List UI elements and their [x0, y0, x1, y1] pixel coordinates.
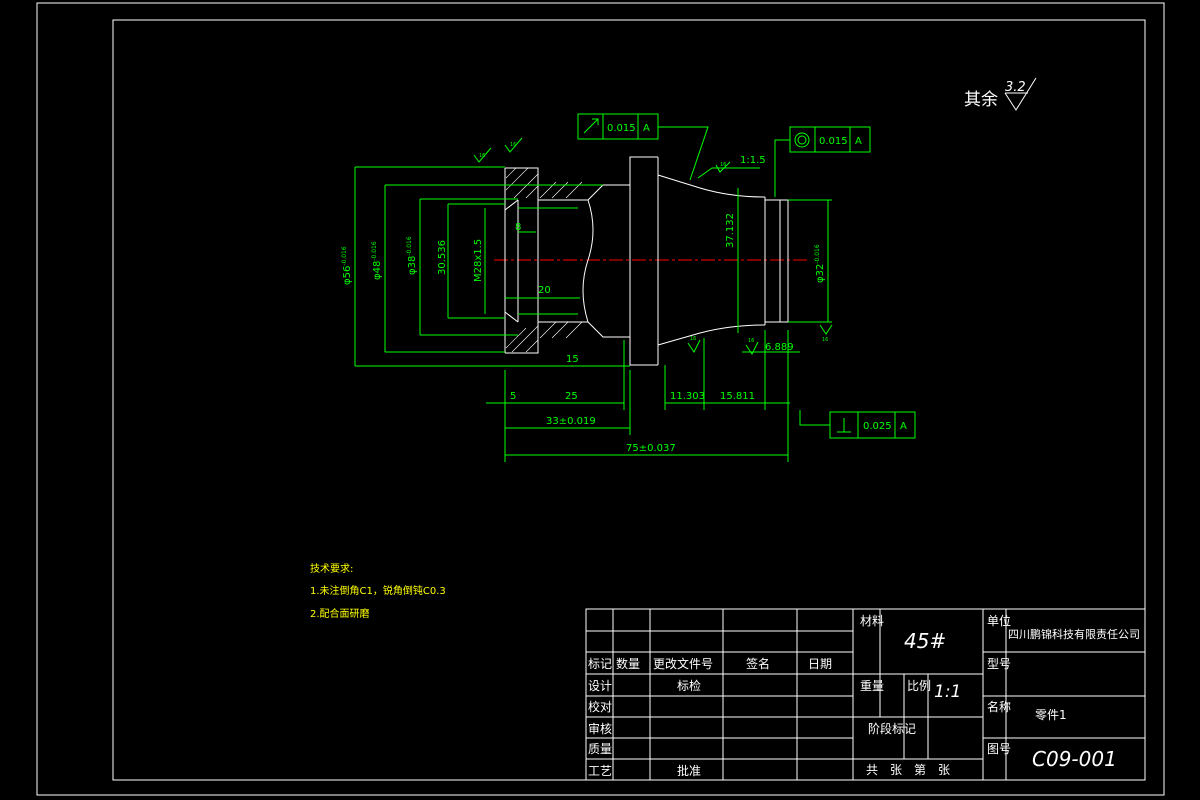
- row-process: 工艺: [588, 764, 612, 778]
- stage-label: 阶段标记: [868, 721, 916, 736]
- company-name: 四川鹏锦科技有限责任公司: [1008, 627, 1140, 641]
- dim-d38: φ38-0.016: [406, 236, 418, 275]
- dim-15: 15: [566, 354, 579, 365]
- roughness-mark-2: 16: [479, 153, 485, 159]
- taper-label: 1:1.5: [740, 155, 766, 166]
- unit-label: 单位: [987, 613, 1011, 628]
- tech-req-title: 技术要求:: [310, 562, 353, 575]
- perpendicularity-datum: A: [900, 421, 907, 432]
- dim-6889: 6.889: [765, 342, 794, 353]
- part-outline: [504, 156, 789, 366]
- material-value: 45#: [904, 629, 946, 653]
- dim-75: 75±0.037: [626, 443, 676, 454]
- roughness-marks: 16 16 16 16 16 16: [473, 137, 833, 355]
- runout-value: 0.015: [607, 123, 636, 134]
- surface-roughness-note: 其余 3.2: [964, 77, 1037, 111]
- dim-33: 33±0.019: [546, 416, 596, 427]
- tech-req-item-1: 1.未注倒角C1，锐角倒钝C0.3: [310, 584, 446, 597]
- dim-11303: 11.303: [670, 391, 705, 402]
- scale-value: 1:1: [934, 682, 961, 702]
- header-sign: 签名: [746, 656, 770, 671]
- drawing-no-label: 图号: [987, 742, 1011, 756]
- dim-d56: φ56-0.016: [341, 246, 353, 285]
- dim-d32: φ32-0.016: [814, 244, 826, 283]
- dimension-lines: [354, 166, 832, 462]
- header-change-doc: 更改文件号: [653, 656, 713, 671]
- row-quality: 质量: [588, 742, 612, 756]
- dim-20: 20: [538, 285, 551, 296]
- technical-requirements: 技术要求: 1.未注倒角C1，锐角倒钝C0.3 2.配合面研磨: [310, 562, 446, 620]
- dim-15811: 15.811: [720, 391, 755, 402]
- roughness-value: 3.2: [1005, 80, 1026, 95]
- dim-30536: 30.536: [437, 240, 448, 275]
- model-label: 型号: [987, 657, 1011, 671]
- roughness-mark-5: 16: [748, 338, 754, 344]
- part-name: 零件1: [1035, 708, 1067, 722]
- dim-d48: φ48-0.016: [371, 241, 383, 280]
- roughness-mark-4: 16: [690, 336, 696, 342]
- tolerance-frame-runout: 0.015 A: [577, 113, 709, 181]
- title-block-text: 标记 数量 更改文件号 签名 日期 设计 校对 审核 质量 工艺 标检 批准 材…: [588, 613, 1140, 778]
- row-review: 审核: [588, 721, 612, 736]
- tech-req-item-2: 2.配合面研磨: [310, 607, 370, 620]
- dim-25: 25: [565, 391, 578, 402]
- thread-lines: [518, 207, 578, 315]
- sheets-label: 共 张 第 张: [866, 763, 950, 777]
- dim-8: 8: [515, 222, 521, 233]
- roughness-mark-1: 16: [510, 142, 516, 148]
- tolerance-frame-cylindricity: 0.015 A: [774, 126, 871, 197]
- dimension-texts: φ56-0.016 φ48-0.016 φ38-0.016 30.536 M28…: [341, 155, 826, 454]
- approve-label: 批准: [677, 763, 701, 778]
- header-qty: 数量: [616, 656, 640, 671]
- sheet-border: [36, 2, 1165, 796]
- dim-37132: 37.132: [725, 213, 736, 248]
- taper-leader: [697, 167, 760, 179]
- title-block: [585, 608, 1146, 781]
- scale-label: 比例: [907, 679, 931, 693]
- material-label: 材料: [860, 614, 884, 628]
- roughness-label: 其余: [964, 90, 998, 110]
- tolerance-frame-perpendicularity: 0.025 A: [799, 410, 916, 439]
- row-check: 校对: [588, 699, 612, 714]
- drawing-no: C09-001: [1032, 747, 1117, 771]
- row-design: 设计: [588, 679, 612, 693]
- roughness-mark-3: 16: [822, 337, 828, 343]
- standard-label: 标检: [677, 678, 701, 693]
- dim-thread: M28x1.5: [473, 239, 484, 282]
- roughness-mark-6: 16: [720, 162, 726, 168]
- dim-5: 5: [510, 391, 516, 402]
- cylindricity-datum: A: [855, 136, 862, 147]
- cylindricity-value: 0.015: [819, 136, 848, 147]
- name-label: 名称: [987, 699, 1011, 714]
- perpendicularity-value: 0.025: [863, 421, 892, 432]
- header-date: 日期: [808, 657, 832, 671]
- runout-datum: A: [643, 123, 650, 134]
- weight-label: 重量: [860, 679, 884, 693]
- header-mark: 标记: [588, 657, 612, 671]
